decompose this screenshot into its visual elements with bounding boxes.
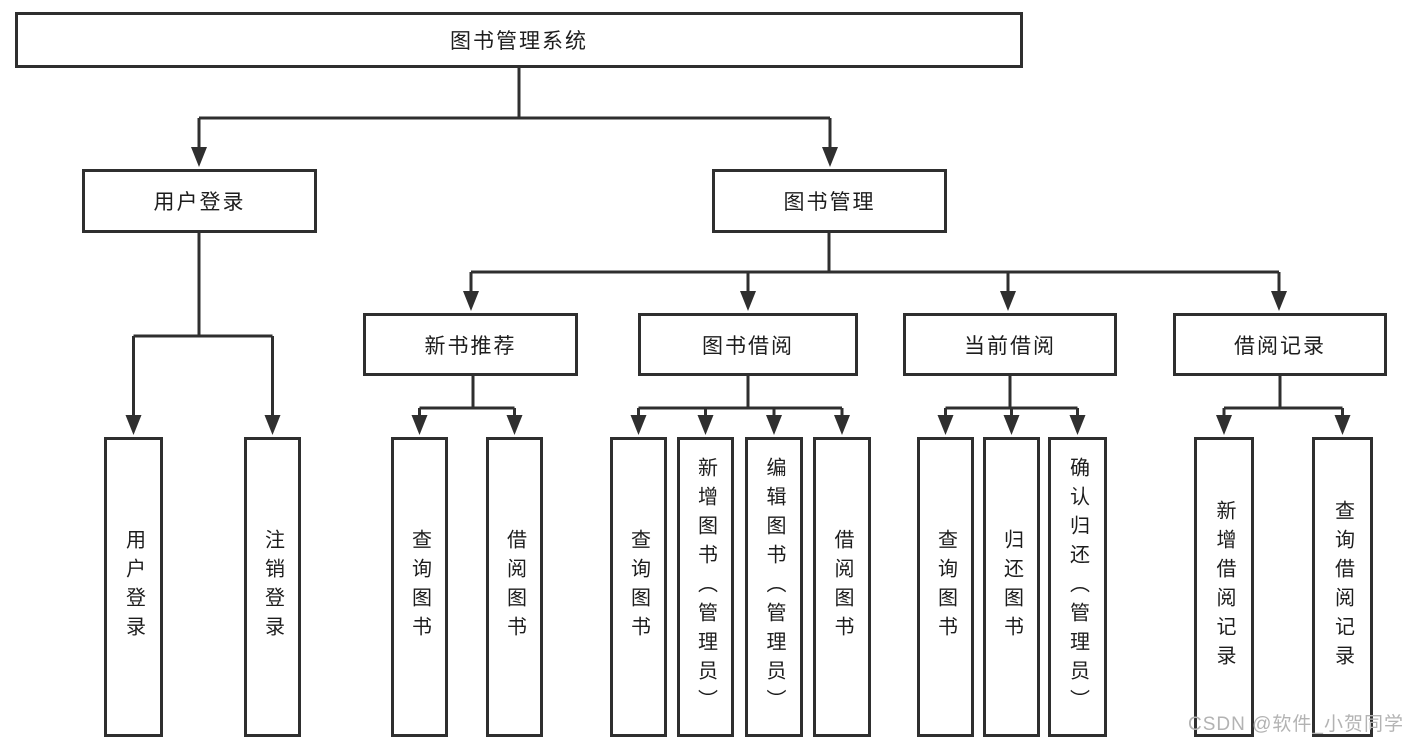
arrowhead — [264, 415, 281, 435]
arrowhead — [1003, 415, 1020, 435]
node-label: 查询图书 — [934, 529, 957, 645]
leaf-borrowing-borrow-books: 借阅图书 — [813, 437, 871, 737]
node-label: 用户登录 — [122, 529, 145, 645]
node-new-book-recommendation: 新书推荐 — [363, 313, 578, 376]
leaf-edit-books-admin: 编辑图书（管理员） — [745, 437, 803, 737]
edge-book-management-children — [469, 231, 1281, 296]
arrowhead — [506, 415, 523, 435]
edge-book-borrowing-children — [637, 374, 844, 420]
node-book-borrowing: 图书借阅 — [638, 313, 858, 376]
leaf-confirm-return-admin: 确认归还（管理员） — [1048, 437, 1107, 737]
node-label: 用户登录 — [153, 191, 246, 214]
node-root: 图书管理系统 — [15, 12, 1023, 68]
edge-new-book-recommendation-children — [418, 374, 516, 420]
node-label: 查询借阅记录 — [1331, 500, 1354, 674]
node-label: 新书推荐 — [424, 334, 517, 358]
node-label: 编辑图书（管理员） — [763, 456, 785, 718]
leaf-add-borrow-record: 新增借阅记录 — [1194, 437, 1254, 737]
leaf-borrowing-query-books: 查询图书 — [610, 437, 667, 737]
arrowhead — [766, 415, 782, 435]
arrowhead — [630, 415, 647, 435]
node-label: 图书管理系统 — [450, 30, 588, 53]
leaf-query-borrow-record: 查询借阅记录 — [1312, 437, 1373, 737]
arrowhead — [191, 147, 207, 167]
leaf-return-books: 归还图书 — [983, 437, 1040, 737]
arrowhead — [1069, 415, 1086, 435]
edge-user-login-children — [132, 231, 274, 420]
arrowhead — [411, 415, 428, 435]
node-label: 借阅图书 — [503, 529, 526, 645]
node-label: 新增图书（管理员） — [694, 456, 717, 718]
node-label: 图书借阅 — [702, 334, 794, 358]
arrowhead — [463, 291, 479, 311]
leaf-recommend-borrow-books: 借阅图书 — [486, 437, 543, 737]
node-label: 当前借阅 — [964, 334, 1056, 358]
edge-current-borrowing-children — [944, 374, 1079, 420]
node-label: 新增借阅记录 — [1213, 500, 1235, 674]
arrowhead — [740, 291, 756, 311]
node-label: 查询图书 — [627, 529, 650, 645]
leaf-current-query-books: 查询图书 — [917, 437, 974, 737]
leaf-user-login: 用户登录 — [104, 437, 163, 737]
leaf-add-books-admin: 新增图书（管理员） — [677, 437, 734, 737]
node-label: 查询图书 — [408, 529, 431, 645]
leaf-logout-login: 注销登录 — [244, 437, 301, 737]
edge-root-to-level2 — [197, 66, 832, 152]
node-user-login: 用户登录 — [82, 169, 317, 233]
node-book-management: 图书管理 — [712, 169, 947, 233]
arrowhead — [1271, 291, 1287, 311]
arrowhead — [834, 415, 850, 435]
node-label: 图书管理 — [783, 191, 876, 214]
arrowhead — [1216, 415, 1232, 435]
arrowhead — [937, 415, 954, 435]
leaf-recommend-query-books: 查询图书 — [391, 437, 448, 737]
arrowhead — [1334, 415, 1351, 435]
node-label: 确认归还（管理员） — [1066, 456, 1089, 718]
node-borrowing-records: 借阅记录 — [1173, 313, 1387, 376]
node-current-borrowing: 当前借阅 — [903, 313, 1117, 376]
edge-borrowing-records-children — [1222, 374, 1344, 420]
node-label: 归还图书 — [1000, 529, 1023, 645]
node-label: 借阅记录 — [1234, 334, 1326, 358]
arrowhead — [125, 415, 142, 435]
connector-lines — [132, 66, 1344, 420]
arrowheads — [125, 147, 1351, 435]
arrowhead — [822, 147, 838, 167]
arrowhead — [697, 415, 714, 435]
node-label: 借阅图书 — [831, 529, 853, 645]
node-label: 注销登录 — [261, 529, 284, 645]
watermark: CSDN @软件_小贺同学 — [1188, 714, 1404, 735]
arrowhead — [1000, 291, 1016, 311]
